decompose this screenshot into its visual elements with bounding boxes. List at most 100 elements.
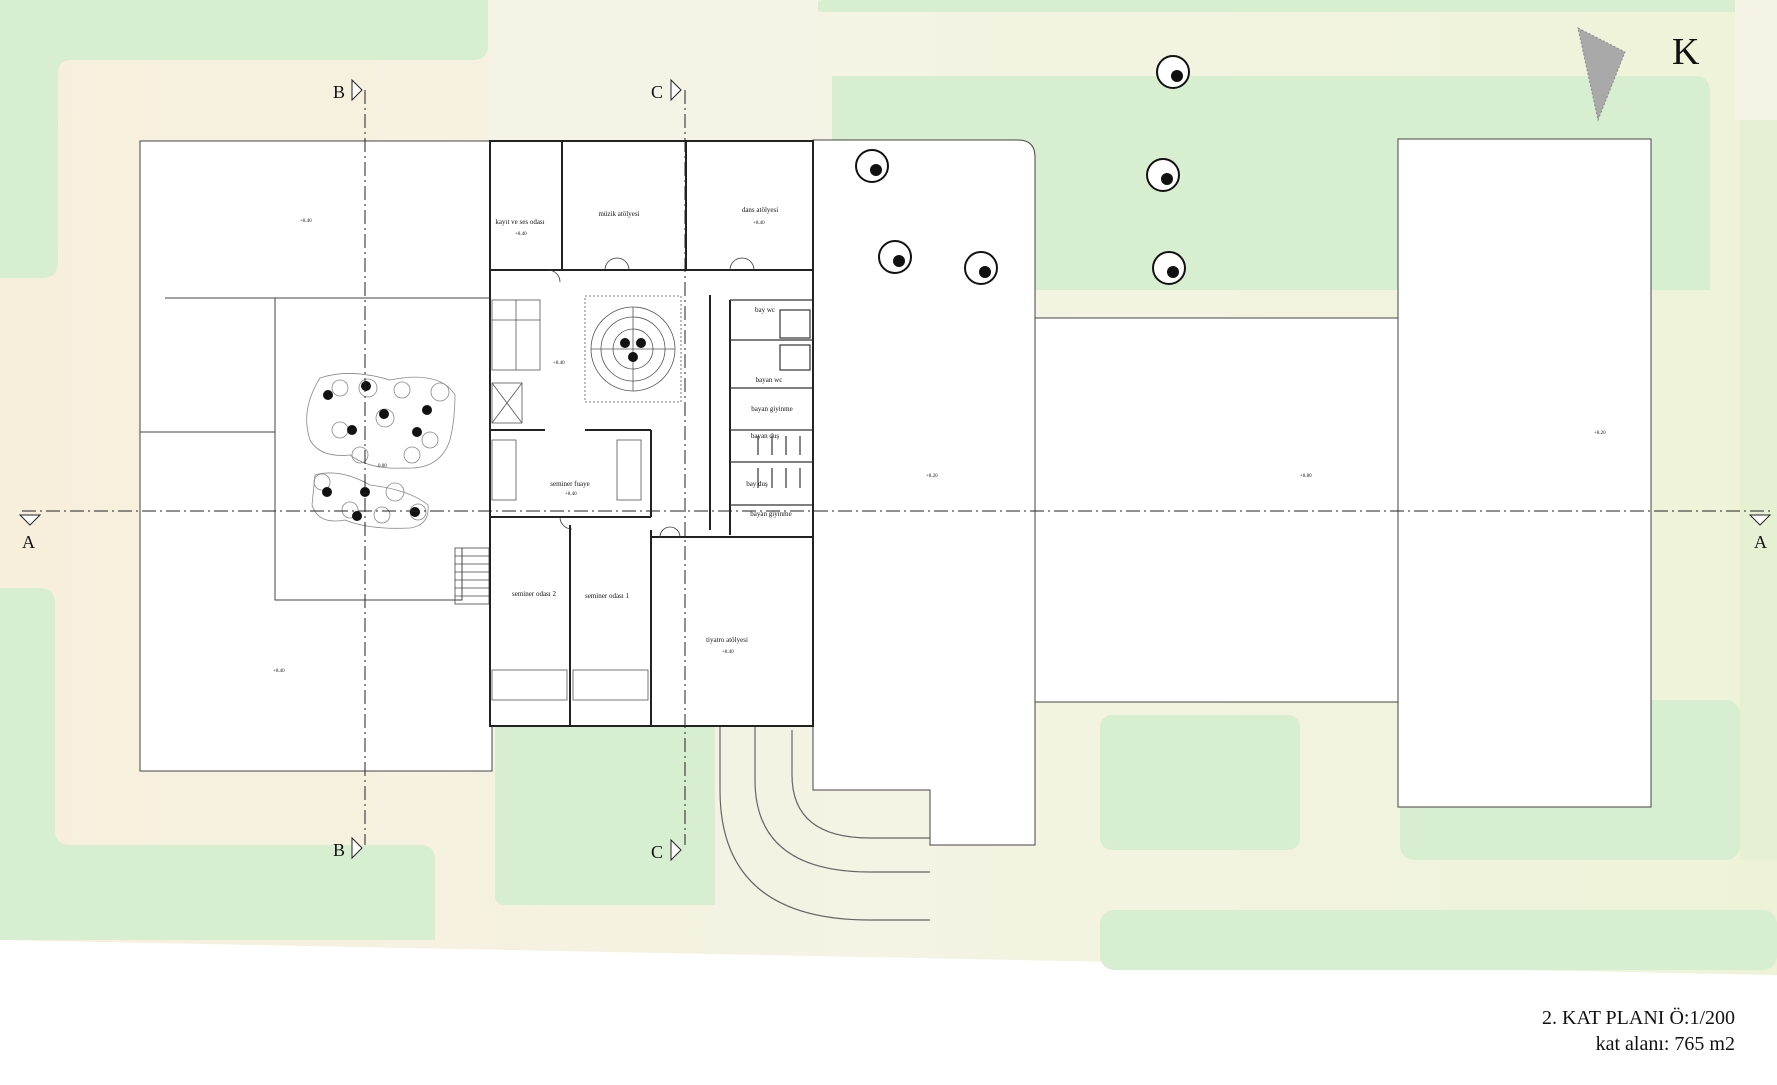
room-seminer1: seminer odası 1 [585,592,629,600]
tree-dot [979,266,991,278]
lawn-center-bottom [495,725,715,905]
shrub [373,506,391,524]
atrium-palms [620,338,646,362]
ramp-outer [719,726,930,921]
level-marker: +8.80 [1300,474,1312,479]
section-c-top: C [651,82,663,102]
room-muzik: müzik atölyesi [598,210,639,218]
section-a-right: A [1754,532,1767,552]
room-bay-wc: bay wc [755,306,775,314]
pavement-east [1735,0,1777,120]
ramp [719,726,930,921]
central-stair [491,299,649,701]
east-wing-c [1397,138,1652,808]
atrium [584,295,682,403]
section-a-left: A [22,532,35,552]
shrub [375,408,395,428]
room-seminer-fuaye: seminer fuaye [550,480,589,488]
lawn-top-left [0,0,488,278]
lawn-right-edge [1740,100,1777,860]
west-wing-lines [140,297,493,771]
section-c-arrow-bottom [670,838,682,862]
room-bayan-dus: bayan duş [751,432,779,440]
tree-dot [1161,173,1173,185]
shrub [351,446,369,464]
courtyard-outline-1 [306,373,456,469]
palm-tree [636,338,646,348]
door-swing [669,526,681,538]
door-swing [604,257,618,271]
room-tiyatro: tiyatro atölyesi [706,636,748,644]
shrub [313,473,331,491]
level-marker: +8.40 [565,492,577,497]
level-marker: +8.40 [753,221,765,226]
room-dans: dans atölyesi [742,206,778,214]
lawn-mid-left [1100,715,1300,850]
shrub [385,482,405,502]
level-marker: +8.40 [515,232,527,237]
seminer-seating [491,669,568,701]
plan-area: kat alanı: 765 m2 [1595,1033,1735,1055]
section-b-arrow-bottom [351,836,363,860]
door-swing [559,516,573,530]
courtyard-planting [306,373,456,529]
level-marker: +8.40 [273,669,285,674]
section-c-arrow-top [670,78,682,102]
tree-dot [1171,70,1183,82]
lawn-north-strip [815,0,1777,12]
palm-tree [322,487,332,497]
seminer-seating [572,669,649,701]
shrub [358,378,378,398]
shrub [421,431,439,449]
room-labels: kayıt ve ses odası müzik atölyesi dans a… [495,206,792,644]
white-margin [0,975,1777,1085]
courtyard-outline-2 [311,472,429,529]
level-marker: +8.40 [300,219,312,224]
wc-cubicle [779,309,811,339]
room-bay-dus: bay duş [746,480,768,488]
palm-tree [410,507,420,517]
room-bay-giyinme: bayan giyinme [750,510,791,518]
section-a-arrow-right [1748,514,1772,526]
section-lines [22,90,1770,845]
palm-tree [628,352,638,362]
wc-cubicle [779,344,811,371]
level-marker: +8.20 [926,474,938,479]
tree-dot [893,255,905,267]
palm-tree [412,427,422,437]
room-seminer2: seminer odası 2 [512,590,556,598]
tree-texture [870,70,1183,278]
level-marker: +8.20 [1594,431,1606,436]
room-bayan-giyinme: bayan giyinme [751,405,792,413]
shrub [403,446,421,464]
level-markers: +8.40 +8.40 +8.40 +8.40 0.00 +8.40 +8.40… [273,219,1606,674]
section-c-bottom: C [651,842,663,862]
courtyard-outline [274,298,463,601]
section-a-arrow-left [18,514,42,526]
lift-x [491,382,523,424]
toilet-block [616,439,642,501]
plan-title: 2. KAT PLANI Ö:1/200 [1542,1007,1735,1029]
west-wing [139,140,493,772]
shrub [393,381,411,399]
north-label: K [1672,31,1700,73]
room-bayan-wc: bayan wc [756,376,783,384]
tree-dot [1167,266,1179,278]
palm-tree [361,381,371,391]
section-b-top: B [333,82,345,102]
shrub [331,379,349,397]
door-swing [616,257,630,271]
shrub [341,501,359,519]
palm-tree [422,405,432,415]
lawn-bottom-right [1100,910,1777,970]
lawn-left-bottom [0,588,435,940]
pavement-top-center [488,0,818,140]
section-b-arrow-top [351,78,363,102]
palm-tree [352,511,362,521]
section-markers [18,78,1772,862]
level-marker: 0.00 [378,464,387,469]
plan-caption: 2. KAT PLANI Ö:1/200 kat alanı: 765 m2 [1542,1005,1735,1057]
tree-dot [870,164,882,176]
doors [547,257,755,538]
atrium-frame [584,295,682,403]
